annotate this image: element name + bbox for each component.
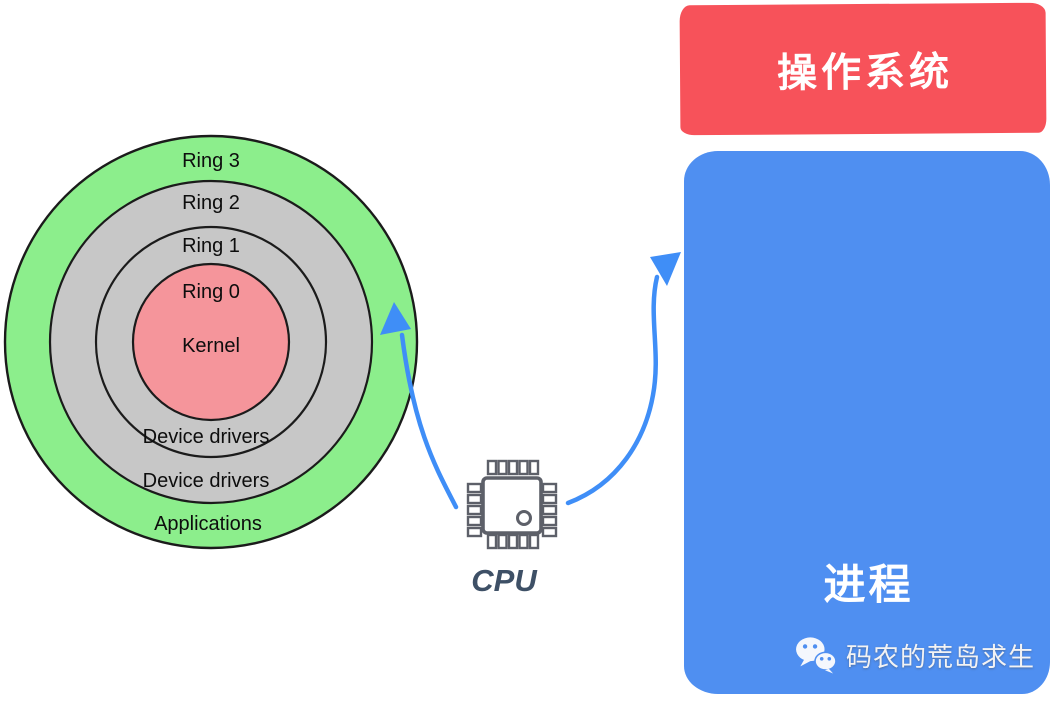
- arrowhead-right: [650, 252, 681, 286]
- protection-rings-diagram: Ring 3 Ring 2 Ring 1 Ring 0 Kernel Devic…: [3, 134, 419, 550]
- cpu-chip-icon: [466, 459, 558, 550]
- cpu-chip-dot: [516, 510, 532, 526]
- device-drivers-label-inner: Device drivers: [143, 426, 270, 448]
- process-box: 进程 码农的荒岛求生: [684, 151, 1050, 694]
- cpu-label: CPU: [471, 563, 538, 598]
- os-banner: 操作系统: [679, 2, 1047, 136]
- ring-0-label: Ring 0: [182, 281, 240, 303]
- cpu-chip-body: [481, 476, 543, 535]
- arrow-cpu-to-rings: [380, 302, 459, 510]
- ring-0-circle: [131, 262, 291, 422]
- wechat-icon: [796, 637, 837, 674]
- arrow-cpu-to-process: [565, 252, 681, 506]
- ring-3-label: Ring 3: [182, 150, 240, 172]
- os-banner-label: 操作系统: [776, 50, 954, 96]
- watermark: 码农的荒岛求生: [795, 636, 1035, 674]
- device-drivers-label-outer: Device drivers: [143, 470, 270, 492]
- applications-label: Applications: [154, 513, 262, 535]
- ring-2-label: Ring 2: [182, 192, 240, 214]
- kernel-label: Kernel: [182, 335, 240, 357]
- arrowhead-left: [380, 302, 411, 335]
- watermark-label: 码农的荒岛求生: [845, 641, 1035, 672]
- process-label: 进程: [823, 561, 914, 608]
- ring-1-label: Ring 1: [182, 235, 240, 257]
